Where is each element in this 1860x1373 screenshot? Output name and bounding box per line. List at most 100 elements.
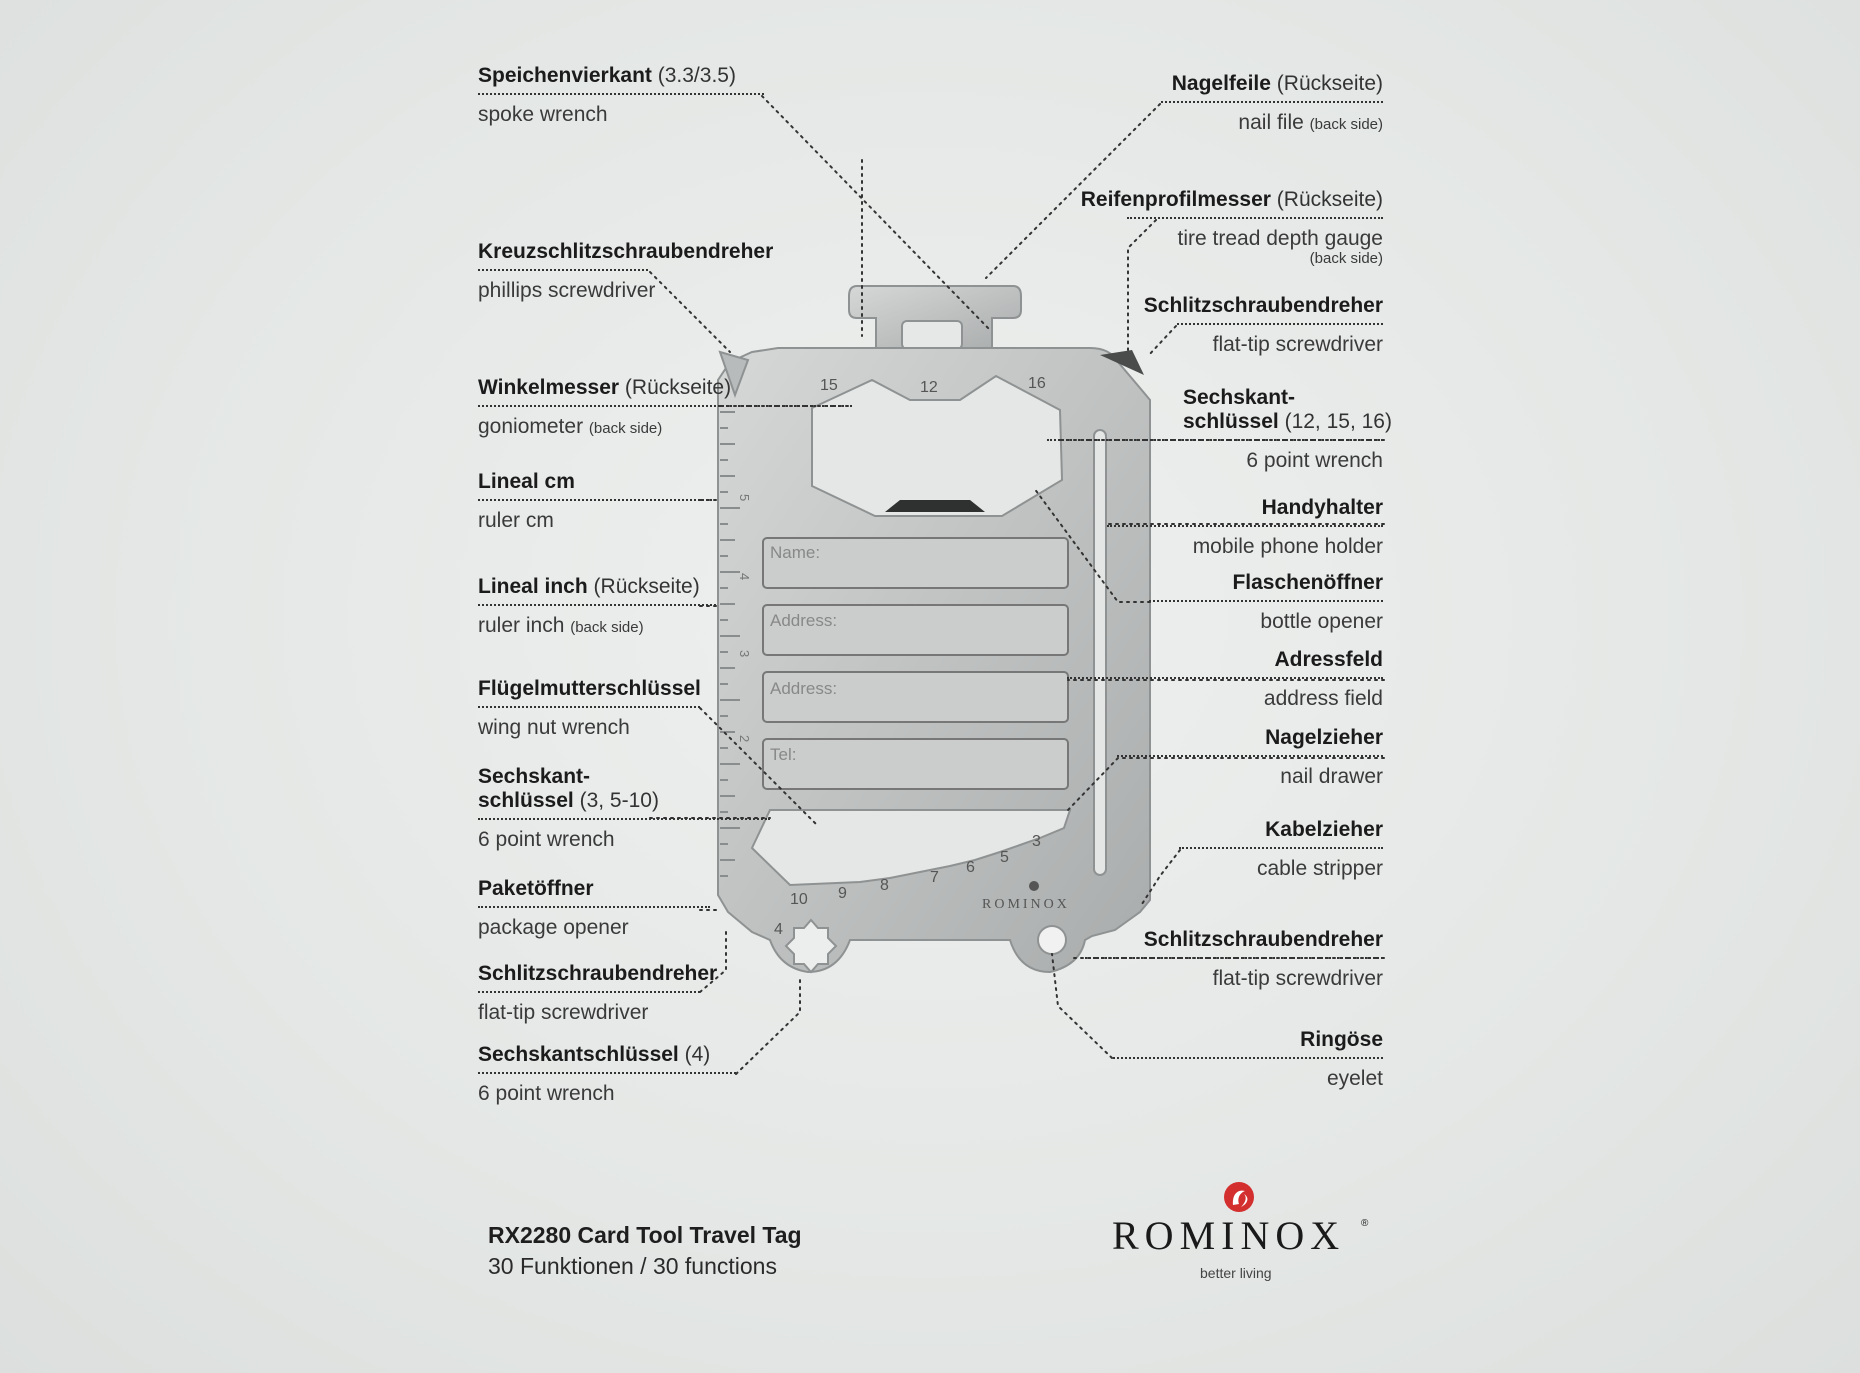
hex-size-number: 4: [774, 921, 783, 938]
label-divider: [1179, 847, 1383, 849]
address-field-label: Name:: [770, 543, 820, 562]
hex-size-number: 3: [1032, 833, 1041, 850]
label-de: Adressfeld: [1274, 648, 1383, 671]
label-en: nail file: [1238, 111, 1304, 134]
hex-size-number: 10: [790, 891, 808, 908]
label-divider: [478, 1072, 736, 1074]
label-de-extra: (4): [684, 1043, 711, 1066]
label-flat-screwdriver-top: Schlitzschraubendreher flat-tip screwdri…: [903, 294, 1383, 357]
label-en: ruler inch: [478, 614, 565, 637]
ruler-number: 3: [737, 650, 752, 657]
label-de-line2: schlüssel: [478, 789, 574, 812]
address-field-label: Tel:: [770, 745, 796, 764]
label-en: ruler cm: [478, 509, 554, 532]
label-divider: [478, 405, 852, 407]
label-divider: [478, 269, 648, 271]
label-divider: [478, 818, 770, 820]
hex-size-number: 6: [966, 859, 975, 876]
top-hex-opening: [811, 374, 1064, 517]
label-ruler-inch: Lineal inch (Rückseite) ruler inch (back…: [478, 575, 958, 640]
label-de: Sechskantschlüssel: [478, 1043, 679, 1066]
hex-size-number: 9: [838, 885, 847, 902]
product-functions: 30 Funktionen / 30 functions: [488, 1253, 777, 1279]
label-en: eyelet: [1326, 1067, 1383, 1090]
label-ruler-cm: Lineal cm ruler cm: [478, 470, 958, 533]
label-nail-file: Nagelfeile (Rückseite) nail file (back s…: [903, 72, 1383, 137]
label-divider: [1161, 101, 1383, 103]
label-goniometer: Winkelmesser (Rückseite) goniometer (bac…: [478, 376, 958, 441]
label-de: Speichenvierkant: [478, 64, 652, 87]
label-de: Reifenprofilmesser: [1080, 188, 1271, 211]
label-de-extra: (Rückseite): [624, 376, 732, 399]
label-de: Sechskant-: [1183, 386, 1296, 409]
label-en: 6 point wrench: [478, 828, 615, 851]
rominox-logo-icon: [1224, 1182, 1254, 1212]
label-en-line2: (back side): [1309, 250, 1383, 267]
label-de: Winkelmesser: [478, 376, 620, 399]
label-tire-tread-gauge: Reifenprofilmesser (Rückseite) tire trea…: [903, 188, 1383, 267]
label-divider: [478, 604, 716, 606]
hex-size-number: 12: [920, 379, 938, 396]
label-eyelet: Ringöse eyelet: [903, 1028, 1383, 1091]
label-de: Flügelmutterschlüssel: [478, 677, 701, 700]
label-bottle-opener: Flaschenöffner bottle opener: [903, 571, 1383, 634]
brand-tagline: better living: [1200, 1265, 1272, 1281]
label-address-field: Adressfeld address field: [903, 648, 1383, 711]
label-de: Kabelzieher: [1265, 818, 1383, 841]
label-en: bottle opener: [1260, 610, 1383, 633]
label-en: package opener: [478, 916, 629, 939]
card-top-left-spike: [718, 350, 750, 398]
address-box-address-1: [762, 604, 1069, 656]
label-en-extra: (back side): [570, 619, 644, 636]
card-engraving: ROMINOX: [982, 897, 1070, 912]
card-top-right-spike: [1100, 350, 1144, 375]
hex-4-star: [784, 918, 838, 974]
label-de-extra: (Rückseite): [593, 575, 700, 598]
label-de: Schlitzschraubendreher: [1143, 928, 1383, 951]
label-de: Lineal inch: [478, 575, 588, 598]
ruler-number: 5: [737, 494, 752, 501]
label-divider: [478, 991, 700, 993]
label-en: flat-tip screwdriver: [1212, 967, 1383, 990]
label-de: Sechskant-: [478, 765, 591, 788]
label-wing-nut-wrench: Flügelmutterschlüssel wing nut wrench: [478, 677, 958, 740]
label-en: goniometer: [478, 415, 584, 438]
label-en: cable stripper: [1256, 857, 1383, 880]
label-divider: [1117, 755, 1383, 757]
hex-size-number: 15: [820, 377, 838, 394]
label-de: Schlitzschraubendreher: [1143, 294, 1383, 317]
bottle-opener-lip: [885, 500, 985, 512]
label-phillips-screwdriver: Kreuzschlitzschraubendreher phillips scr…: [478, 240, 958, 303]
brand-wordmark: ROMINOX: [1112, 1213, 1346, 1258]
label-en: nail drawer: [1280, 765, 1383, 788]
label-en: flat-tip screwdriver: [478, 1001, 649, 1024]
label-de: Schlitzschraubendreher: [478, 962, 718, 985]
hex-size-number: 8: [880, 877, 889, 894]
label-spoke-wrench: Speichenvierkant (3.3/3.5) spoke wrench: [478, 64, 958, 127]
hex-size-number: 5: [1000, 849, 1009, 866]
address-field-label: Address:: [770, 611, 837, 630]
label-divider: [478, 906, 710, 908]
label-de-extra: (Rückseite): [1276, 72, 1383, 95]
address-box-address-2: [762, 671, 1069, 723]
hex-size-number: 16: [1028, 375, 1046, 392]
ruler-number: 4: [737, 573, 752, 580]
label-en: 6 point wrench: [1246, 449, 1383, 472]
label-de: Nagelzieher: [1265, 726, 1383, 749]
label-divider: [478, 499, 716, 501]
label-en: tire tread depth gauge: [1177, 227, 1384, 250]
label-divider: [1177, 323, 1383, 325]
label-divider: [1107, 525, 1383, 527]
label-en: 6 point wrench: [478, 1082, 615, 1105]
label-nail-drawer: Nagelzieher nail drawer: [903, 726, 1383, 789]
label-de-extra: (3.3/3.5): [657, 64, 736, 87]
label-package-opener: Paketöffner package opener: [478, 877, 958, 940]
label-en: address field: [1263, 687, 1383, 710]
card-engraving-logo-icon: [1029, 881, 1039, 891]
label-de-extra: (Rückseite): [1276, 188, 1383, 211]
label-cable-stripper: Kabelzieher cable stripper: [903, 818, 1383, 881]
bottom-hex-opening: [750, 809, 1072, 887]
label-de-extra: (3, 5-10): [579, 789, 659, 812]
label-en: flat-tip screwdriver: [1212, 333, 1383, 356]
label-en-extra: (back side): [1309, 116, 1383, 133]
